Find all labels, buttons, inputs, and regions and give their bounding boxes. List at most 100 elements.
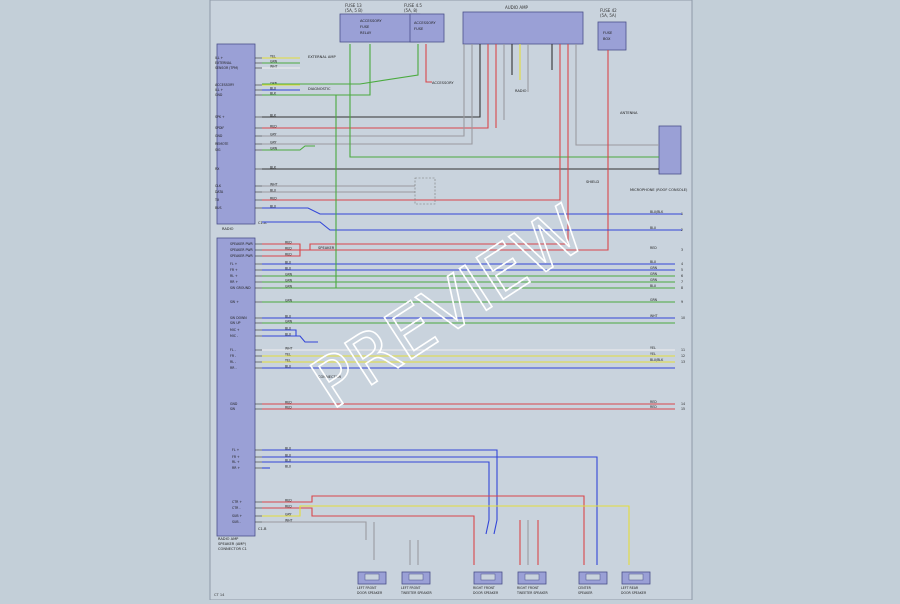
wire-bottom-6 bbox=[262, 507, 475, 565]
upper-pin-label: GND bbox=[215, 93, 223, 97]
fuse-right-subtitle: (5A, 8) bbox=[404, 8, 418, 13]
lower-pin-label: SW + bbox=[230, 300, 239, 304]
wire-bottom-5 bbox=[262, 495, 585, 565]
module-bottom-label-2: SPEAKER (AMP) bbox=[218, 542, 247, 546]
upper-pin-wire: RED bbox=[270, 124, 277, 128]
mid-annotation-2: CONNECTOR bbox=[318, 375, 342, 379]
wire-upper-6 bbox=[262, 44, 371, 96]
lower-pin-wire: BLU bbox=[285, 314, 292, 318]
lower-pin-label: GND bbox=[230, 402, 238, 406]
upper-pin-label: ILL + bbox=[215, 56, 224, 60]
right-wire-label: BLU bbox=[650, 284, 657, 288]
wire-far-red bbox=[262, 50, 609, 251]
upper-pin-wire: GRY bbox=[270, 140, 276, 144]
lower-pin-wire: BLU bbox=[285, 266, 292, 270]
upper-pin-wire: BLU bbox=[270, 86, 277, 90]
right-wire-pin: 5 bbox=[681, 268, 683, 272]
footer-code: CT 14 bbox=[214, 593, 225, 597]
lower-pin-label: SPEAKER PWR bbox=[230, 254, 254, 258]
bottom-pin-wire: BLU bbox=[285, 464, 292, 468]
wire-bus-blue bbox=[262, 221, 682, 231]
wire-top-gray-3 bbox=[575, 44, 659, 146]
upper-pin-wire: BLK bbox=[270, 165, 277, 169]
speaker-title: RIGHT FRONT bbox=[517, 586, 539, 590]
right-wire-pin: 13 bbox=[681, 360, 685, 364]
upper-pin-label: ILL + bbox=[215, 88, 224, 92]
top-annotation-2: DIAGNOSTIC bbox=[308, 87, 331, 91]
lower-pin-label: SW DOWN bbox=[230, 316, 247, 320]
shield-box bbox=[414, 177, 436, 205]
fuse-left-line-3: RELAY bbox=[360, 31, 372, 35]
lower-pin-label: MIC + bbox=[230, 328, 240, 332]
upper-pin-wire: GRN bbox=[270, 146, 278, 150]
wire-upper-7 bbox=[262, 44, 481, 118]
right-wire-pin: 14 bbox=[681, 402, 685, 406]
right-wire-label: GRN bbox=[650, 298, 658, 302]
right-wire-label: BLU bbox=[650, 260, 657, 264]
lower-pin-wire: BLU bbox=[285, 326, 292, 330]
lower-pin-label: FR - bbox=[230, 354, 236, 358]
right-wire-pin: 15 bbox=[681, 407, 685, 411]
wires bbox=[255, 44, 682, 565]
wire-upper-10 bbox=[262, 44, 473, 145]
speaker-cone bbox=[628, 573, 644, 581]
fuse-right-line-2: FUSE bbox=[414, 27, 424, 31]
lower-pin-wire: BLU bbox=[285, 332, 292, 336]
fuse-far-line-1: FUSE bbox=[603, 31, 613, 35]
fuse-far-module: FUSE 42 (5A, 5A) FUSE BOX bbox=[597, 8, 627, 51]
fuse-left-module: FUSE 13 (5A, 5 B) ACCESSORY FUSE RELAY bbox=[339, 3, 421, 43]
right-wire-pin: 6 bbox=[681, 274, 683, 278]
wire-upper-9 bbox=[262, 44, 465, 137]
fuse-left-subtitle: (5A, 5 B) bbox=[345, 8, 363, 13]
lower-pin-wire: BLU bbox=[285, 364, 292, 368]
upper-pin-label: SENSOR (TPM) bbox=[215, 66, 238, 70]
right-wire-pin: 3 bbox=[681, 248, 683, 252]
upper-pin-wire: GRN bbox=[270, 59, 278, 63]
lower-pin-wire: RED bbox=[285, 252, 292, 256]
bottom-pin-label: FL + bbox=[232, 448, 240, 452]
upper-pin-label: ACCESSORY bbox=[215, 83, 234, 87]
bottom-pin-label: RR + bbox=[232, 466, 240, 470]
speaker-cone bbox=[408, 573, 424, 581]
fuse-right-title: FUSE 4.5 bbox=[404, 3, 422, 8]
lower-pin-wire: YEL bbox=[285, 352, 291, 356]
lower-pin-label: FR + bbox=[230, 268, 238, 272]
right-wire-label: RED bbox=[650, 400, 657, 404]
speaker-title: CENTER bbox=[578, 586, 592, 590]
upper-pin-label: SPK + bbox=[215, 115, 225, 119]
upper-pin-wire: WHT bbox=[270, 64, 278, 68]
lower-pin-wire: BLU bbox=[285, 260, 292, 264]
bottom-pin-label: FR + bbox=[232, 455, 240, 459]
fuse-far-subtitle: (5A, 5A) bbox=[600, 13, 617, 18]
lower-pin-label: SPEAKER PWR bbox=[230, 242, 254, 246]
speaker-title: LEFT REAR bbox=[621, 586, 639, 590]
lower-pin-wire: RED bbox=[285, 246, 292, 250]
speaker-subtitle: SPEAKER bbox=[578, 591, 593, 595]
bottom-pin-wire: GRY bbox=[285, 512, 291, 516]
upper-pin-label: CLK bbox=[215, 184, 222, 188]
upper-pin-wire: YEL bbox=[270, 54, 276, 58]
lower-pin-wire: RED bbox=[285, 240, 292, 244]
upper-pin-wire: GRY bbox=[270, 132, 276, 136]
upper-pin-label: GND bbox=[215, 134, 223, 138]
amp-lower-code: C1-B bbox=[258, 527, 267, 531]
bottom-pin-wire: RED bbox=[285, 504, 292, 508]
speaker-subtitle: TWEETER SPEAKER bbox=[516, 591, 549, 595]
right-wire-pin: 4 bbox=[681, 262, 683, 266]
fuse-left-line-2: FUSE bbox=[360, 25, 370, 29]
lower-pin-label: FL + bbox=[230, 262, 238, 266]
bottom-pin-wire: RED bbox=[285, 498, 292, 502]
antenna-title: ANTENNA bbox=[620, 111, 638, 115]
speaker-subtitle: DOOR SPEAKER bbox=[357, 591, 383, 595]
wire-lower-sw-ground bbox=[262, 95, 337, 289]
radio-module-upper: RADIO C1-A bbox=[216, 43, 267, 231]
upper-pin-wire: RED bbox=[270, 196, 277, 200]
lower-pin-label: SPEAKER PWR bbox=[230, 248, 254, 252]
top-annotation-3: ACCESSORY bbox=[432, 81, 454, 85]
right-wire-pin: 7 bbox=[681, 280, 683, 284]
module-bottom-label-1: RADIO AMP bbox=[218, 537, 239, 541]
speaker-subtitle: DOOR SPEAKER bbox=[621, 591, 647, 595]
